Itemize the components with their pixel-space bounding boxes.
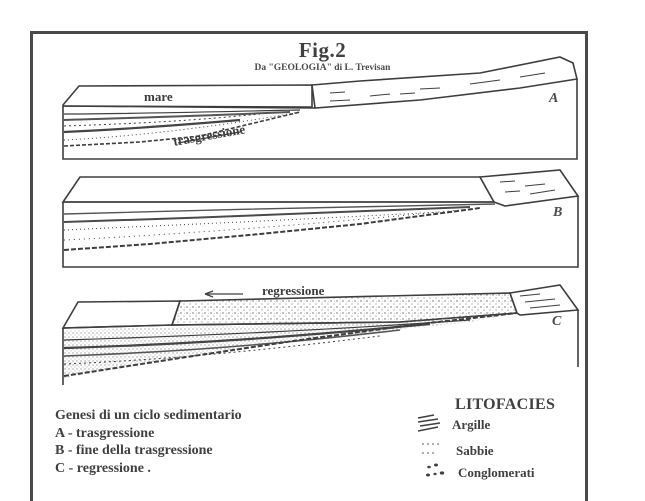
legend-item-argille: Argille: [452, 417, 491, 432]
panel-letter-c: C: [552, 314, 562, 329]
label-mare: mare: [144, 89, 173, 104]
panel-c-block: [61, 284, 580, 385]
label-regressione: regressione: [262, 283, 325, 298]
caption-line-a: A - trasgressione: [55, 425, 155, 441]
legend-item-conglomerati: Conglomerati: [458, 465, 535, 480]
conglomerate-pebbles-icon: [426, 463, 445, 477]
legend-item-sabbie: Sabbie: [456, 443, 494, 458]
legend-title: LITOFACIES: [455, 396, 556, 413]
panel-letter-b: B: [553, 205, 563, 220]
caption-heading: Genesi di un ciclo sedimentario: [55, 408, 242, 423]
caption: Genesi di un ciclo sedimentario A - tras…: [55, 407, 242, 477]
panel-a-block: [62, 56, 578, 160]
figure-frame: [30, 31, 588, 501]
panel-b-block: [61, 169, 580, 268]
caption-line-c: C - regressione .: [55, 460, 151, 476]
panel-letter-a: A: [549, 91, 559, 106]
sand-dots-icon: [422, 443, 439, 454]
figure-subtitle: Da "GEOLOGIA" di L. Trevisan: [254, 63, 391, 73]
clay-hatching-icon: [417, 414, 441, 432]
figure-title: Fig.2: [298, 38, 347, 62]
caption-line-b: B - fine della trasgressione: [55, 443, 213, 458]
